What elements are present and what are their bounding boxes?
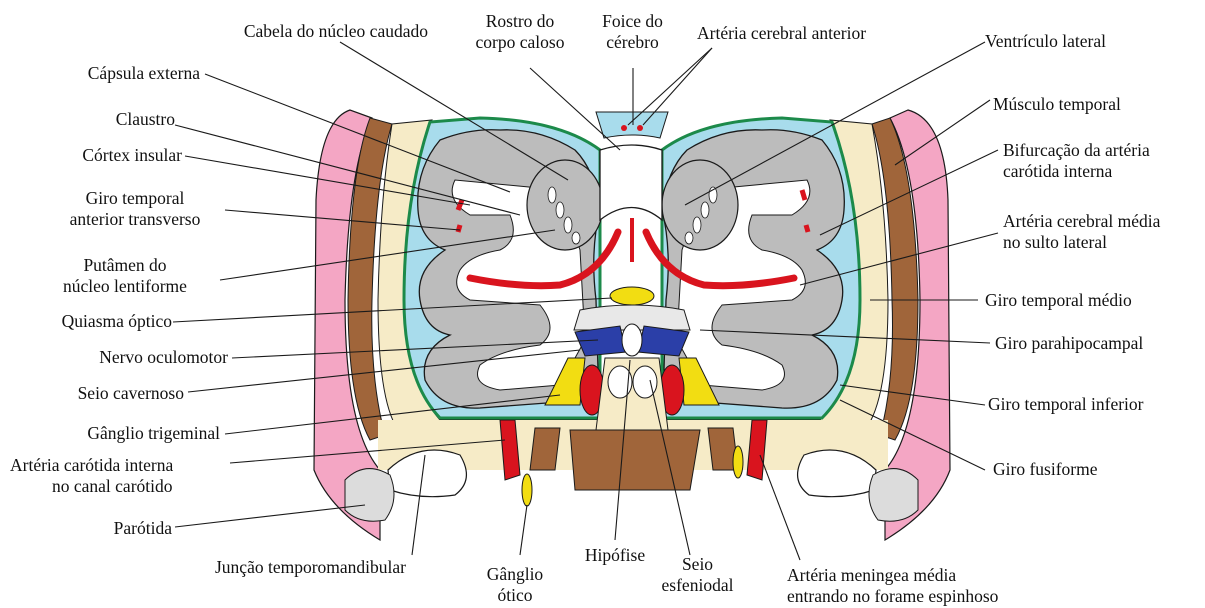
label-giro-fusiforme: Giro fusiforme <box>993 459 1098 480</box>
left-pterygoid <box>530 428 560 470</box>
label-seio-cavernoso: Seio cavernoso <box>20 383 184 404</box>
label-claustro: Claustro <box>40 109 175 130</box>
left-parotid <box>345 469 394 522</box>
right-otic-ganglion <box>733 446 743 478</box>
falx-artery-right <box>637 125 643 131</box>
label-musculo-temporal: Músculo temporal <box>993 94 1121 115</box>
label-capsula-externa: Cápsula externa <box>40 63 200 84</box>
label-juncao-temporomandibular: Junção temporomandibular <box>215 557 406 578</box>
falx-cerebri <box>596 112 668 138</box>
label-giro-parahipocampal: Giro parahipocampal <box>995 333 1143 354</box>
optic-chiasm <box>610 287 654 305</box>
nasopharynx-block <box>570 430 700 490</box>
label-quiasma-optico: Quiasma óptico <box>10 311 172 332</box>
right-oculomotor-nerve <box>638 326 689 356</box>
left-caudate <box>527 160 603 250</box>
label-parotida: Parótida <box>40 518 172 539</box>
falx-artery-left <box>621 125 627 131</box>
label-giro-temporal-medio: Giro temporal médio <box>985 290 1132 311</box>
label-arteria-cerebral-anterior: Artéria cerebral anterior <box>697 23 866 44</box>
label-cabela-caudado: Cabela do núcleo caudado <box>170 21 428 42</box>
label-giro-temporal-inferior: Giro temporal inferior <box>988 394 1144 415</box>
label-ventriculo-lateral: Ventrículo lateral <box>985 31 1106 52</box>
label-ganglio-trigeminal: Gânglio trigeminal <box>20 423 220 444</box>
right-caudate <box>662 160 738 250</box>
corpus-callosum <box>600 145 662 220</box>
pituitary-stalk <box>622 324 642 356</box>
right-parotid <box>869 469 918 522</box>
left-otic-ganglion <box>522 474 532 506</box>
label-nervo-oculomotor: Nervo oculomotor <box>20 347 228 368</box>
label-cortex-insular: Córtex insular <box>20 145 182 166</box>
sphenoid-body <box>596 358 668 430</box>
